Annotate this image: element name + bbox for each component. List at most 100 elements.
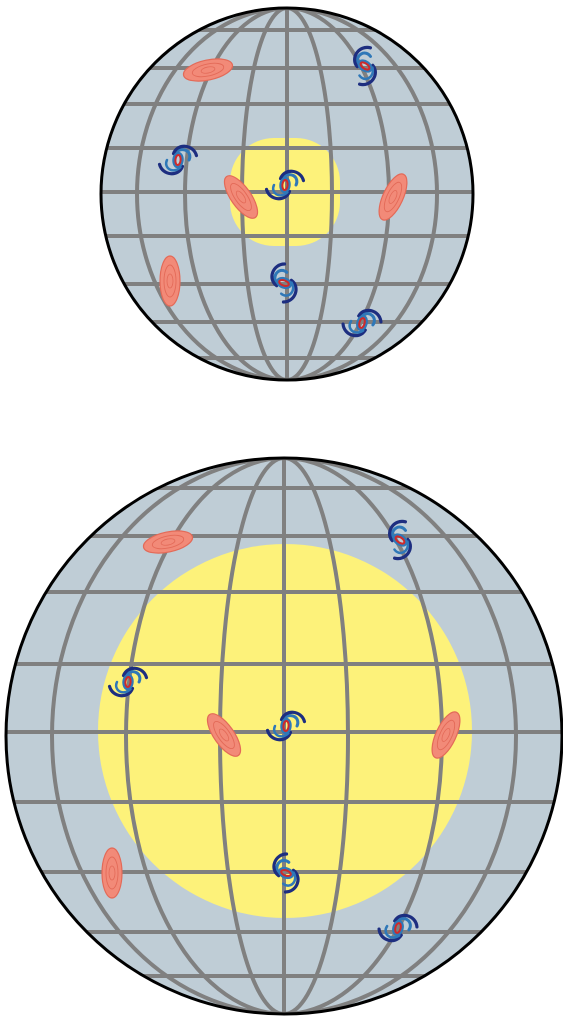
galaxy-halo-arm xyxy=(272,724,290,738)
galaxy-arm xyxy=(392,537,412,561)
galaxy-core xyxy=(281,179,289,191)
galaxy-ring xyxy=(235,190,247,204)
galaxy-halo xyxy=(280,717,292,735)
galaxy-arm xyxy=(393,913,419,929)
galaxy-ring xyxy=(213,720,235,750)
galaxy-core xyxy=(358,317,366,329)
galaxy-halo-arm xyxy=(393,540,410,555)
longitude-line xyxy=(50,458,518,1014)
galaxy-halo-arm xyxy=(395,916,412,932)
elliptical-galaxy-icon xyxy=(142,530,194,554)
galaxy-core xyxy=(359,61,371,71)
galaxy-halo-arm xyxy=(355,51,372,66)
galaxy-core xyxy=(282,720,290,732)
spiral-galaxy-icon xyxy=(270,262,298,304)
sphere-interior xyxy=(101,8,473,380)
galaxy-ring xyxy=(166,273,174,289)
galaxy-halo xyxy=(279,176,291,194)
galaxy-halo-arm xyxy=(273,268,289,285)
galaxy-arm xyxy=(341,322,367,338)
galaxy-ring xyxy=(436,719,456,751)
sphere-panel-earlier xyxy=(99,6,475,382)
spiral-galaxy-icon xyxy=(377,913,419,943)
galaxy-arm xyxy=(278,169,306,183)
spiral-galaxy-icon xyxy=(157,144,199,176)
elliptical-galaxy-icon xyxy=(101,847,123,899)
galaxy-arm xyxy=(265,728,293,742)
galaxy-halo xyxy=(122,673,134,691)
galaxy-core xyxy=(174,154,182,166)
galaxy-body xyxy=(101,847,123,899)
spiral-galaxy-icon xyxy=(353,45,377,87)
galaxy-arm xyxy=(272,852,289,878)
galaxy-core xyxy=(278,279,290,287)
galaxy-arm xyxy=(270,262,287,288)
galaxy-arm xyxy=(121,666,149,680)
galaxy-arm xyxy=(353,45,373,69)
galaxy-arm xyxy=(107,684,135,698)
galaxy-ring xyxy=(383,181,403,213)
galaxy-halo-arm xyxy=(348,319,365,334)
sphere-outline xyxy=(4,456,563,1016)
elliptical-galaxy-icon xyxy=(206,713,242,757)
spiral-galaxy-icon xyxy=(272,852,300,894)
galaxy-halo-arm xyxy=(281,871,297,887)
galaxy-core xyxy=(124,676,132,688)
spiral-galaxy-icon xyxy=(264,169,306,201)
spiral-galaxy-icon xyxy=(388,519,412,561)
spiral-galaxy-icon xyxy=(265,710,307,742)
elliptical-galaxy-icon xyxy=(378,173,408,221)
galaxy-halo xyxy=(172,151,184,169)
galaxy-body xyxy=(182,58,234,82)
galaxy-halo-arm xyxy=(275,858,291,875)
galaxy-body xyxy=(159,255,181,307)
elliptical-galaxy-icon xyxy=(159,255,181,307)
longitude-line xyxy=(135,8,439,380)
galaxy-halo-arm xyxy=(384,924,401,939)
galaxy-arm xyxy=(264,187,292,201)
galaxy-ring xyxy=(218,728,230,742)
galaxy-ring xyxy=(108,865,116,881)
galaxy-arm xyxy=(171,144,199,158)
galaxy-halo-arm xyxy=(279,281,295,297)
galaxy-arm xyxy=(388,519,408,543)
galaxy-halo xyxy=(357,59,373,73)
galaxy-core xyxy=(394,922,402,934)
sphere-outline xyxy=(99,6,475,382)
galaxy-halo-arm xyxy=(390,525,407,540)
galaxy-ring xyxy=(105,856,119,890)
galaxy-ring xyxy=(441,728,451,742)
galaxy-core xyxy=(280,869,292,877)
galaxy-halo xyxy=(392,919,404,937)
galaxy-ring xyxy=(160,538,176,546)
galaxy-body xyxy=(378,173,408,221)
galaxy-arm xyxy=(357,63,377,87)
galaxy-arm xyxy=(283,868,300,894)
galaxy-halo-arm xyxy=(281,173,299,187)
galaxy-body xyxy=(206,713,242,757)
galaxy-halo xyxy=(356,314,368,332)
elliptical-galaxy-icon xyxy=(431,711,461,759)
galaxy-ring xyxy=(200,66,216,74)
galaxy-body xyxy=(431,711,461,759)
galaxy-ring xyxy=(151,534,185,550)
galaxy-body xyxy=(142,530,194,554)
galaxy-ring xyxy=(191,62,225,78)
elliptical-galaxy-icon xyxy=(223,175,259,219)
galaxy-halo-arm xyxy=(282,714,300,728)
galaxy-arm xyxy=(281,278,298,304)
galaxy-halo-arm xyxy=(174,148,192,162)
galaxy-halo-arm xyxy=(114,680,132,694)
galaxy-halo-arm xyxy=(359,311,376,327)
galaxy-halo-arm xyxy=(164,158,182,172)
galaxy-arm xyxy=(157,162,185,176)
galaxy-halo xyxy=(392,533,408,547)
sphere-panel-later xyxy=(4,456,563,1016)
galaxy-ring xyxy=(388,190,398,204)
galaxy-halo-arm xyxy=(271,183,289,197)
galaxy-halo xyxy=(276,276,292,290)
galaxy-halo-arm xyxy=(358,66,375,81)
galaxy-halo-arm xyxy=(124,670,142,684)
